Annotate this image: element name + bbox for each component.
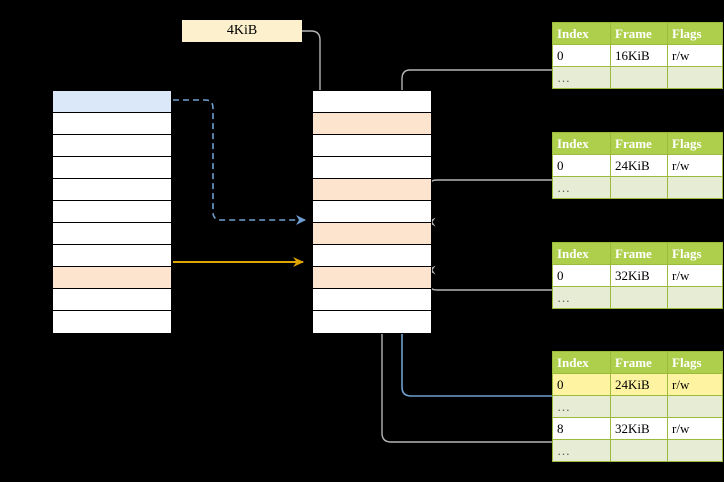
cell-frame xyxy=(610,395,668,418)
table-row[interactable]: 0 24KiB r/w xyxy=(552,373,723,396)
page-table-2: Index Frame Flags 0 24KiB r/w … xyxy=(552,132,723,199)
memory-row[interactable] xyxy=(313,223,431,245)
cell-index: … xyxy=(552,439,611,462)
memory-row[interactable] xyxy=(313,113,431,135)
cell-flags xyxy=(667,286,723,309)
page-table-1: Index Frame Flags 0 16KiB r/w … xyxy=(552,22,723,89)
table-row-ellipsis[interactable]: … xyxy=(552,286,723,309)
cell-flags: r/w xyxy=(667,373,723,396)
page-table-4: Index Frame Flags 0 24KiB r/w … 8 32KiB … xyxy=(552,351,723,462)
cell-index: 0 xyxy=(552,154,611,177)
cell-frame: 32KiB xyxy=(610,417,668,440)
memory-row[interactable] xyxy=(53,113,171,135)
column-header-frame: Frame xyxy=(610,22,668,45)
memory-row[interactable] xyxy=(53,135,171,157)
cell-flags: r/w xyxy=(667,154,723,177)
memory-row[interactable] xyxy=(53,157,171,179)
table-row[interactable]: 8 32KiB r/w xyxy=(552,417,723,440)
cell-flags xyxy=(667,439,723,462)
memory-row[interactable] xyxy=(313,135,431,157)
cell-flags: r/w xyxy=(667,44,723,67)
cell-index: 0 xyxy=(552,373,611,396)
page-table-3: Index Frame Flags 0 32KiB r/w … xyxy=(552,242,723,309)
memory-row[interactable] xyxy=(313,157,431,179)
wire-size-to-middle xyxy=(244,30,328,128)
table-row[interactable]: 0 32KiB r/w xyxy=(552,264,723,287)
table-row[interactable]: 0 24KiB r/w xyxy=(552,154,723,177)
cell-index: 8 xyxy=(552,417,611,440)
cell-index: … xyxy=(552,176,611,199)
cell-flags: r/w xyxy=(667,417,723,440)
cell-index: … xyxy=(552,66,611,89)
memory-row[interactable] xyxy=(53,223,171,245)
table-row-ellipsis[interactable]: … xyxy=(552,439,723,462)
cell-index: … xyxy=(552,286,611,309)
column-header-index: Index xyxy=(552,22,611,45)
column-header-index: Index xyxy=(552,242,611,265)
wire-pt3-to-middle xyxy=(427,265,552,291)
table-header-row: Index Frame Flags xyxy=(552,22,723,45)
wire-left-blue-to-middle xyxy=(173,99,306,225)
cell-flags xyxy=(667,176,723,199)
column-header-index: Index xyxy=(552,351,611,374)
memory-row[interactable] xyxy=(53,267,171,289)
column-header-flags: Flags xyxy=(667,132,723,155)
table-header-row: Index Frame Flags xyxy=(552,351,723,374)
column-header-frame: Frame xyxy=(610,132,668,155)
memory-row[interactable] xyxy=(53,91,171,113)
table-row[interactable]: 0 16KiB r/w xyxy=(552,44,723,67)
memory-row[interactable] xyxy=(313,179,431,201)
page-size-label: 4KiB xyxy=(182,20,302,42)
memory-row[interactable] xyxy=(313,311,431,333)
memory-row[interactable] xyxy=(53,245,171,267)
cell-frame xyxy=(610,286,668,309)
cell-index: 0 xyxy=(552,264,611,287)
table-header-row: Index Frame Flags xyxy=(552,242,723,265)
cell-index: … xyxy=(552,395,611,418)
cell-flags xyxy=(667,66,723,89)
cell-frame xyxy=(610,176,668,199)
cell-frame: 16KiB xyxy=(610,44,668,67)
column-header-index: Index xyxy=(552,132,611,155)
physical-memory-column xyxy=(312,90,432,334)
memory-row[interactable] xyxy=(313,289,431,311)
column-header-flags: Flags xyxy=(667,242,723,265)
cell-frame: 24KiB xyxy=(610,154,668,177)
cell-frame: 24KiB xyxy=(610,373,668,396)
memory-row[interactable] xyxy=(53,201,171,223)
cell-frame xyxy=(610,439,668,462)
column-header-frame: Frame xyxy=(610,242,668,265)
cell-frame: 32KiB xyxy=(610,264,668,287)
cell-frame xyxy=(610,66,668,89)
cell-index: 0 xyxy=(552,44,611,67)
wire-pt2-to-middle xyxy=(427,179,552,227)
column-header-flags: Flags xyxy=(667,351,723,374)
column-header-flags: Flags xyxy=(667,22,723,45)
table-row-ellipsis[interactable]: … xyxy=(552,395,723,418)
table-row-ellipsis[interactable]: … xyxy=(552,176,723,199)
table-row-ellipsis[interactable]: … xyxy=(552,66,723,89)
cell-flags: r/w xyxy=(667,264,723,287)
column-header-frame: Frame xyxy=(610,351,668,374)
memory-row[interactable] xyxy=(313,91,431,113)
cell-flags xyxy=(667,395,723,418)
memory-row[interactable] xyxy=(53,179,171,201)
memory-row[interactable] xyxy=(53,311,171,333)
memory-row[interactable] xyxy=(53,289,171,311)
table-header-row: Index Frame Flags xyxy=(552,132,723,155)
memory-row[interactable] xyxy=(313,245,431,267)
memory-row[interactable] xyxy=(313,201,431,223)
memory-row[interactable] xyxy=(313,267,431,289)
virtual-address-space-column xyxy=(52,90,172,334)
